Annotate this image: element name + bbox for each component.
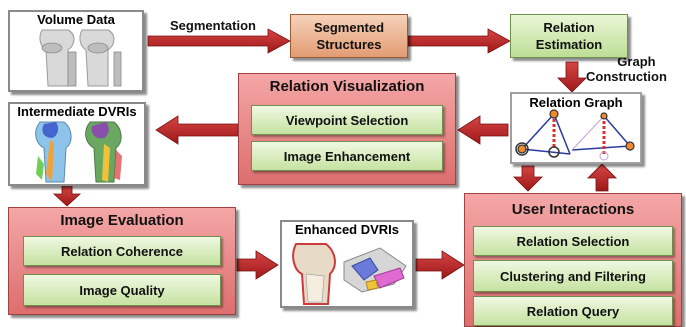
knee-bones-image — [39, 29, 122, 87]
relation-estimation-line2: Estimation — [535, 37, 603, 52]
intermediate-dvris-label: Intermediate DVRIs — [17, 104, 137, 119]
intermediate-dvris-node: Intermediate DVRIs — [8, 102, 146, 186]
arrow-graph-to-interactions — [513, 165, 543, 192]
relation-selection-box: Relation Selection — [473, 226, 673, 256]
relation-estimation-line1: Relation — [543, 20, 595, 35]
relation-graph-node: Relation Graph — [510, 92, 642, 164]
user-interactions-module: User Interactions Relation Selection Clu… — [464, 193, 682, 327]
arrow-segmented-to-estimation — [407, 28, 511, 54]
clustering-filtering-box: Clustering and Filtering — [473, 260, 673, 292]
segmented-structures-node: Segmented Structures — [290, 14, 408, 58]
viewpoint-selection-box: Viewpoint Selection — [251, 105, 443, 135]
arrow-volume-to-segmented — [147, 28, 291, 54]
edge-label-graph-construction: Graph Construction — [586, 54, 667, 84]
relation-graph-label: Relation Graph — [529, 95, 623, 110]
arrow-visualization-to-intermediate — [155, 115, 239, 145]
relation-estimation-node: Relation Estimation — [510, 14, 628, 58]
arrow-estimation-to-graph — [557, 61, 587, 93]
intermediate-dvris-image — [35, 121, 122, 183]
segmented-structures-line1: Segmented — [313, 20, 385, 35]
relation-coherence-box: Relation Coherence — [23, 236, 221, 266]
enhanced-dvris-label: Enhanced DVRIs — [294, 222, 400, 237]
image-evaluation-module: Image Evaluation Relation Coherence Imag… — [8, 207, 236, 315]
volume-data-node: Volume Data — [8, 10, 144, 92]
image-enhancement-box: Image Enhancement — [251, 141, 443, 171]
relation-visualization-module: Relation Visualization Viewpoint Selecti… — [238, 73, 456, 185]
segmented-structures-line2: Structures — [316, 37, 382, 52]
arrow-intermediate-to-evaluation — [52, 185, 82, 207]
user-interactions-title: User Interactions — [511, 201, 635, 218]
arrow-graph-to-visualization — [457, 115, 509, 145]
arrow-enhanced-to-interactions — [415, 250, 465, 280]
relation-query-box: Relation Query — [473, 296, 673, 326]
enhanced-dvris-node: Enhanced DVRIs — [280, 220, 414, 308]
arrow-evaluation-to-enhanced — [236, 250, 279, 280]
relation-graph-image — [515, 109, 635, 161]
edge-label-segmentation: Segmentation — [170, 18, 256, 33]
volume-data-label: Volume Data — [37, 12, 115, 27]
image-evaluation-title: Image Evaluation — [60, 212, 184, 229]
image-quality-box: Image Quality — [23, 274, 221, 306]
arrow-interactions-to-graph — [587, 163, 617, 192]
enhanced-dvris-image — [292, 243, 407, 305]
edge-label-graph-line2: Construction — [586, 69, 667, 84]
relation-visualization-title: Relation Visualization — [269, 78, 425, 95]
